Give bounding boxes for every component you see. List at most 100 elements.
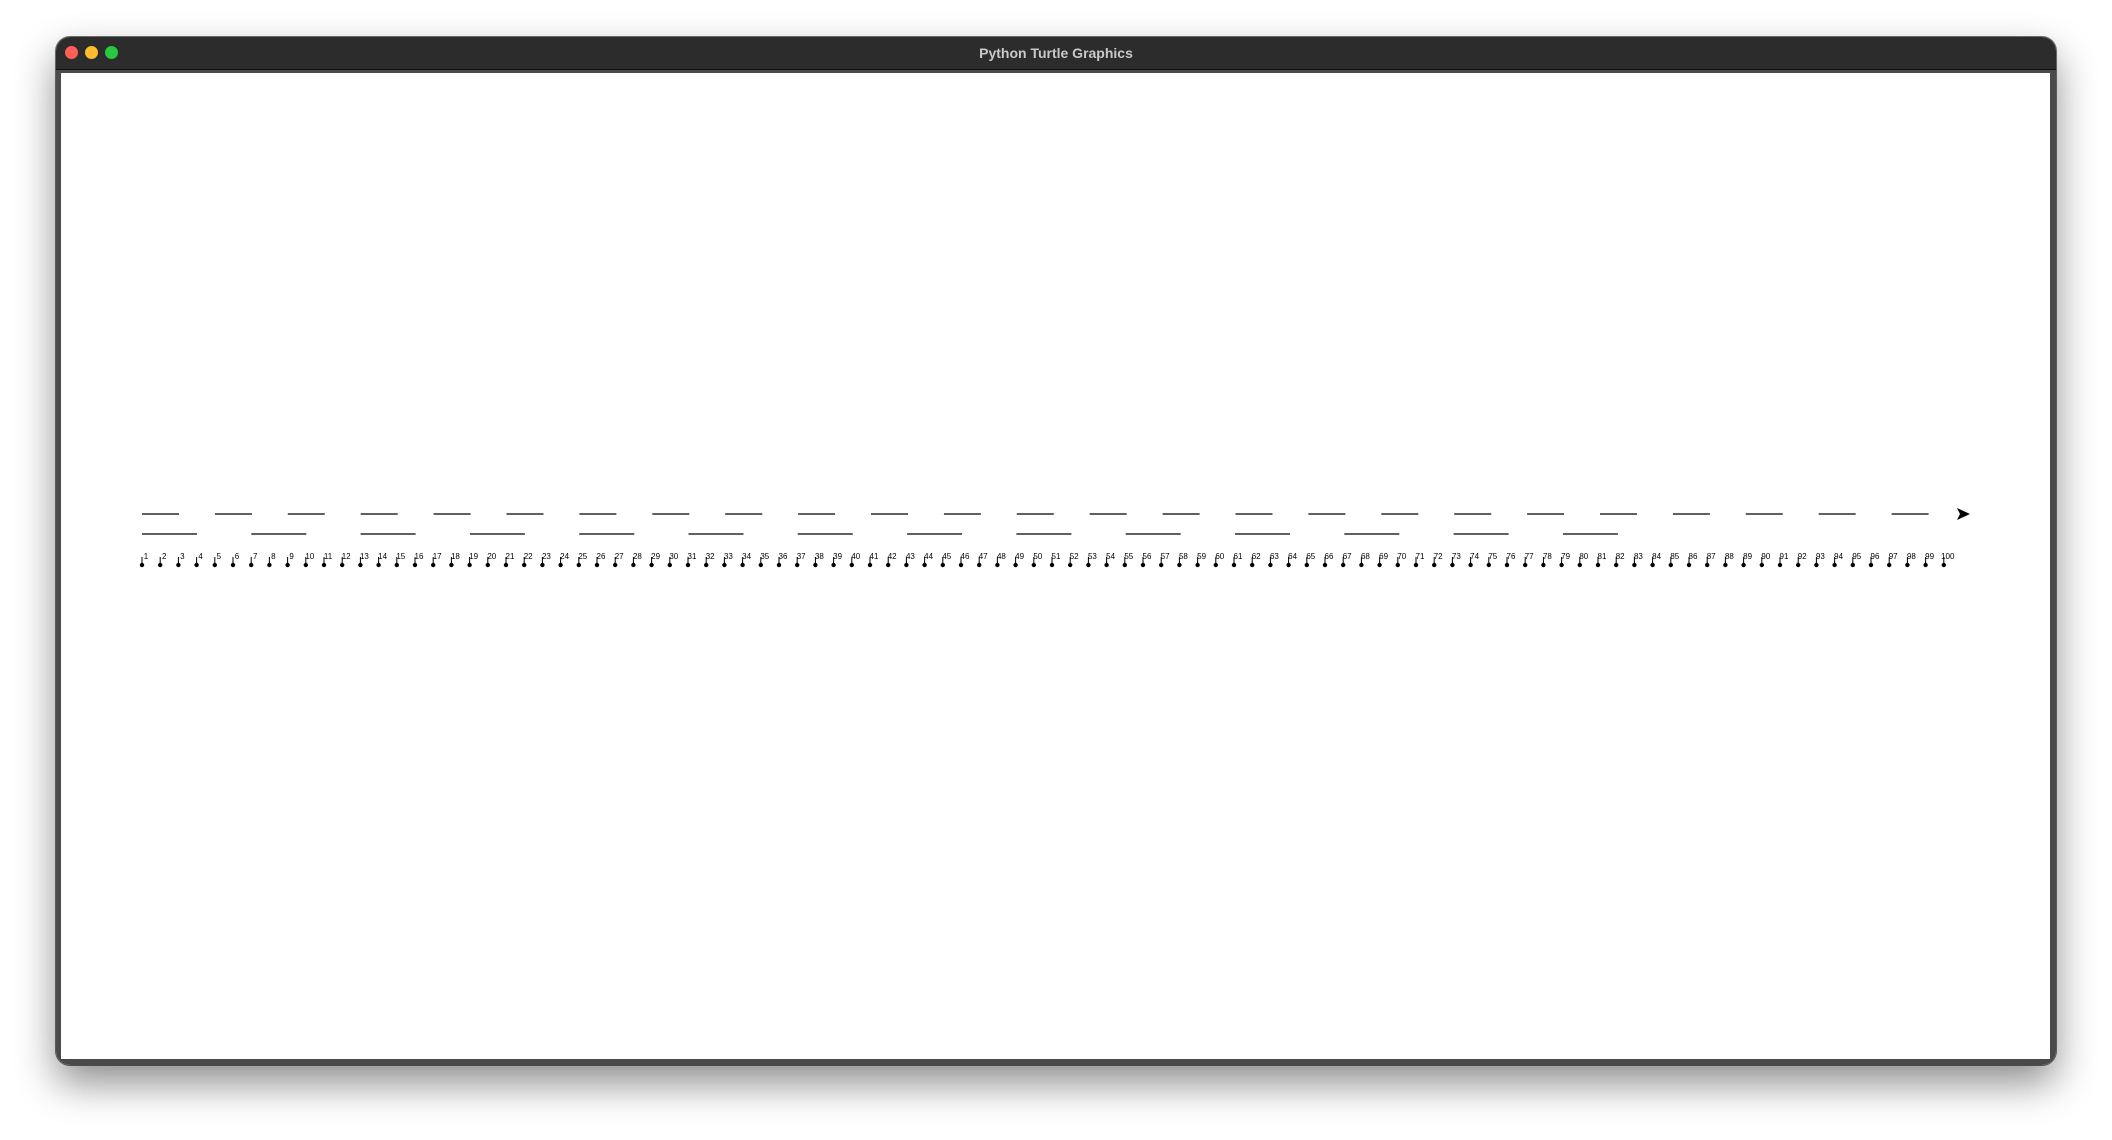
tick-mark: 56 — [1140, 552, 1152, 568]
minimize-button[interactable] — [85, 46, 98, 59]
tick-mark: 5 — [212, 552, 222, 568]
tick-label: 7 — [253, 552, 258, 561]
tick-label: 97 — [1889, 552, 1898, 561]
tick-dot — [1341, 562, 1346, 568]
tick-label: 72 — [1434, 552, 1443, 561]
maximize-button[interactable] — [105, 46, 118, 59]
close-button[interactable] — [65, 46, 78, 59]
tick-mark: 84 — [1650, 552, 1662, 568]
tick-mark: 63 — [1268, 552, 1279, 568]
tick-label: 29 — [651, 552, 660, 561]
tick-mark: 75 — [1486, 552, 1498, 568]
tick-mark: 47 — [977, 552, 988, 568]
tick-dot — [631, 562, 636, 568]
tick-mark: 19 — [467, 552, 479, 568]
tick-label: 69 — [1379, 552, 1388, 561]
tick-label: 35 — [760, 552, 769, 561]
tick-mark: 60 — [1213, 552, 1225, 568]
tick-label: 37 — [797, 552, 806, 561]
tick-label: 66 — [1325, 552, 1334, 561]
tick-mark: 67 — [1341, 552, 1352, 568]
tick-label: 90 — [1761, 552, 1770, 561]
tick-mark: 70 — [1395, 552, 1407, 568]
tick-dot — [212, 562, 217, 568]
tick-label: 39 — [833, 552, 842, 561]
tick-dot — [1814, 562, 1819, 568]
tick-mark: 48 — [995, 552, 1006, 568]
tick-label: 21 — [506, 552, 515, 561]
tick-dot — [1759, 562, 1765, 568]
tick-dot — [1941, 562, 1947, 568]
tick-label: 56 — [1143, 552, 1152, 561]
tick-label: 79 — [1561, 552, 1570, 561]
tick-mark: 46 — [958, 552, 970, 568]
tick-label: 71 — [1416, 552, 1425, 561]
tick-dot — [1195, 562, 1200, 568]
tick-label: 25 — [578, 552, 587, 561]
arrow-turtle-icon — [1957, 508, 1970, 520]
tick-label: 99 — [1925, 552, 1934, 561]
tick-label: 63 — [1270, 552, 1279, 561]
tick-dot — [1632, 562, 1637, 568]
tick-label: 53 — [1088, 552, 1097, 561]
tick-label: 49 — [1015, 552, 1024, 561]
tick-dot — [1104, 562, 1109, 568]
tick-dot — [613, 562, 618, 568]
tick-mark: 12 — [340, 552, 351, 568]
tick-mark: 7 — [249, 552, 258, 568]
tick-mark: 74 — [1468, 552, 1480, 568]
tick-mark: 77 — [1523, 552, 1534, 568]
tick-mark: 57 — [1159, 552, 1170, 568]
tick-label: 33 — [724, 552, 733, 561]
tick-dot — [1432, 562, 1437, 568]
tick-label: 15 — [396, 552, 405, 561]
tick-label: 11 — [324, 552, 333, 561]
tick-mark: 91 — [1777, 552, 1789, 568]
tick-label: 88 — [1725, 552, 1734, 561]
tick-dot — [1359, 562, 1364, 568]
tick-mark: 9 — [285, 552, 294, 568]
tick-mark: 8 — [267, 552, 276, 568]
tick-dot — [740, 562, 745, 568]
tick-mark: 45 — [940, 552, 952, 568]
tick-dot — [1086, 562, 1091, 568]
tick-dot — [1068, 562, 1073, 568]
tick-label: 28 — [633, 552, 642, 561]
tick-dot — [467, 562, 472, 568]
tick-dot — [449, 562, 454, 568]
tick-mark: 96 — [1868, 552, 1880, 568]
tick-dot — [1450, 562, 1455, 568]
tick-mark: 22 — [522, 552, 533, 568]
tick-dot — [194, 562, 199, 568]
tick-mark: 72 — [1432, 552, 1443, 568]
tick-dot — [376, 562, 381, 568]
tick-label: 80 — [1579, 552, 1588, 561]
tick-label: 70 — [1397, 552, 1406, 561]
tick-dot — [1031, 562, 1036, 568]
tick-mark: 90 — [1759, 552, 1771, 568]
tick-mark: 55 — [1122, 552, 1134, 568]
tick-dot — [831, 562, 836, 568]
tick-mark: 21 — [503, 552, 515, 568]
tick-mark: 94 — [1832, 552, 1844, 568]
tick-label: 75 — [1488, 552, 1497, 561]
tick-mark: 78 — [1541, 552, 1552, 568]
tick-label: 8 — [271, 552, 276, 561]
tick-label: 27 — [615, 552, 624, 561]
tick-dot — [1231, 562, 1237, 568]
tick-dot — [940, 562, 945, 568]
tick-mark: 86 — [1686, 552, 1698, 568]
tick-dot — [649, 562, 654, 568]
tick-dot — [1140, 562, 1146, 568]
tick-label: 36 — [779, 552, 788, 561]
title-bar[interactable]: Python Turtle Graphics — [56, 37, 2056, 70]
tick-mark: 33 — [722, 552, 733, 568]
tick-dot — [977, 562, 982, 568]
tick-dot — [540, 562, 545, 568]
tick-dot — [1395, 562, 1401, 568]
tick-mark: 30 — [667, 552, 679, 568]
window-title: Python Turtle Graphics — [979, 45, 1133, 61]
tick-label: 67 — [1343, 552, 1352, 561]
tick-dot — [813, 562, 818, 568]
